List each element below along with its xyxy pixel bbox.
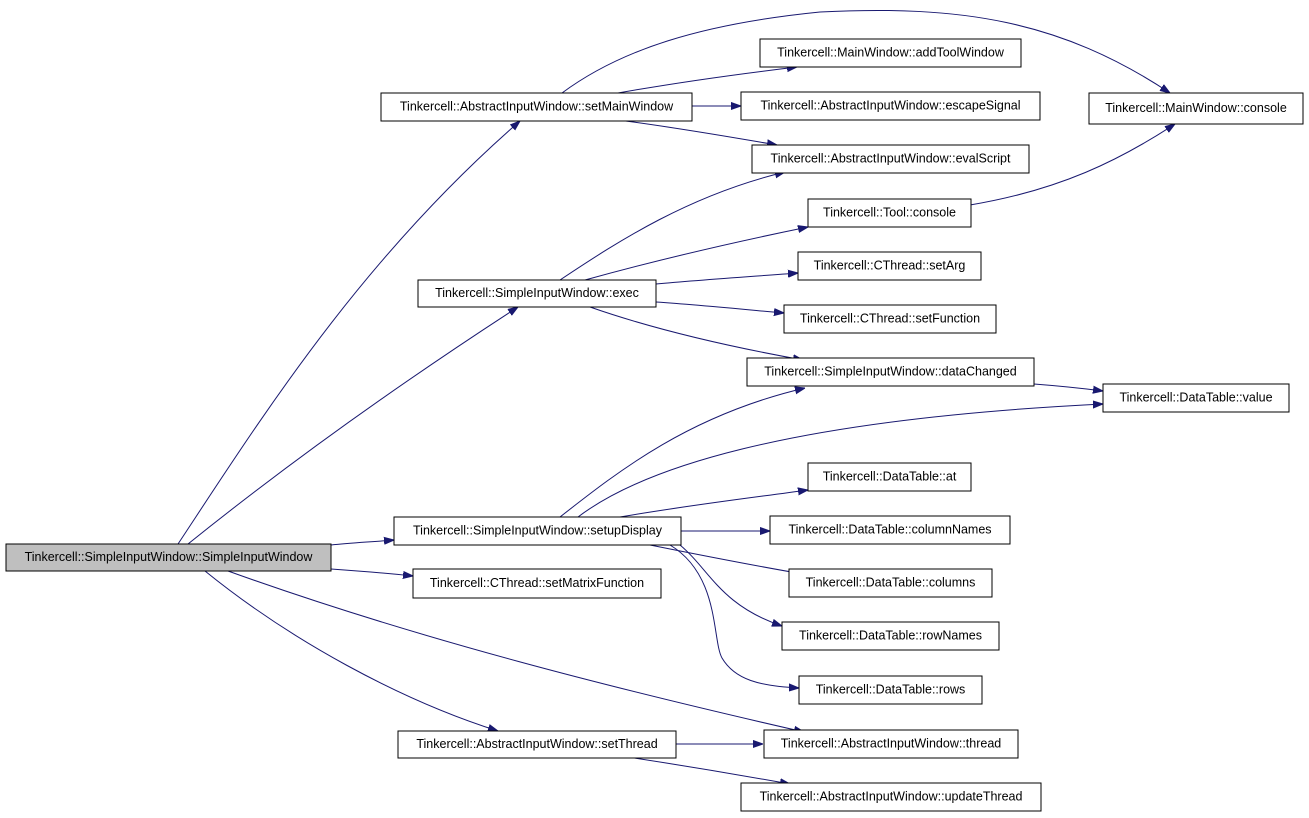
edge-toolConsole-mwConsole xyxy=(969,124,1175,206)
node-label: Tinkercell::SimpleInputWindow::setupDisp… xyxy=(413,523,663,537)
node-label: Tinkercell::AbstractInputWindow::thread xyxy=(781,736,1002,750)
node-label: Tinkercell::MainWindow::addToolWindow xyxy=(777,45,1005,59)
edge-root-thread xyxy=(227,570,804,732)
node-add-tool-window[interactable]: Tinkercell::MainWindow::addToolWindow xyxy=(759,38,1022,68)
node-label: Tinkercell::SimpleInputWindow::exec xyxy=(435,286,639,300)
node-setup-display[interactable]: Tinkercell::SimpleInputWindow::setupDisp… xyxy=(393,516,682,546)
edge-exec-evalScript xyxy=(559,172,785,281)
node-label: Tinkercell::AbstractInputWindow::setMain… xyxy=(400,99,674,113)
node-eval-script[interactable]: Tinkercell::AbstractInputWindow::evalScr… xyxy=(751,144,1030,174)
edge-exec-setArg xyxy=(655,273,798,285)
edge-root-setupDisplay xyxy=(330,540,394,546)
node-main-window-console[interactable]: Tinkercell::MainWindow::console xyxy=(1088,92,1304,125)
node-label: Tinkercell::AbstractInputWindow::evalScr… xyxy=(771,151,1011,165)
node-data-table-column-names[interactable]: Tinkercell::DataTable::columnNames xyxy=(769,515,1011,545)
node-data-table-row-names[interactable]: Tinkercell::DataTable::rowNames xyxy=(781,621,1000,651)
node-label: Tinkercell::AbstractInputWindow::updateT… xyxy=(760,789,1023,803)
node-data-changed[interactable]: Tinkercell::SimpleInputWindow::dataChang… xyxy=(746,357,1035,387)
edge-dataChanged-value xyxy=(1033,383,1103,391)
edge-setMainWindow-addToolWindow xyxy=(617,67,797,94)
node-label: Tinkercell::CThread::setFunction xyxy=(800,311,980,325)
node-label: Tinkercell::DataTable::rows xyxy=(816,682,966,696)
node-label: Tinkercell::DataTable::columnNames xyxy=(788,522,991,536)
node-label: Tinkercell::Tool::console xyxy=(823,205,956,219)
node-label: Tinkercell::DataTable::at xyxy=(823,469,957,483)
node-set-arg[interactable]: Tinkercell::CThread::setArg xyxy=(797,251,982,281)
edge-setupDisplay-columns xyxy=(649,544,803,574)
edge-exec-dataChanged xyxy=(589,306,803,360)
node-data-table-rows[interactable]: Tinkercell::DataTable::rows xyxy=(798,675,983,705)
node-set-matrix-function[interactable]: Tinkercell::CThread::setMatrixFunction xyxy=(412,568,662,599)
edge-root-exec xyxy=(187,307,518,545)
edge-exec-toolConsole xyxy=(584,227,808,281)
node-label: Tinkercell::SimpleInputWindow::SimpleInp… xyxy=(25,550,314,564)
edge-root-setMainWindow xyxy=(177,121,520,545)
edge-setupDisplay-rowNames xyxy=(679,544,782,626)
edge-setupDisplay-at xyxy=(619,490,808,518)
node-escape-signal[interactable]: Tinkercell::AbstractInputWindow::escapeS… xyxy=(740,91,1041,121)
edge-exec-setFunction xyxy=(655,301,784,313)
node-set-main-window[interactable]: Tinkercell::AbstractInputWindow::setMain… xyxy=(380,92,693,122)
node-label: Tinkercell::CThread::setArg xyxy=(814,258,966,272)
node-data-table-columns[interactable]: Tinkercell::DataTable::columns xyxy=(788,568,993,598)
node-data-table-at[interactable]: Tinkercell::DataTable::at xyxy=(807,462,972,492)
edge-setupDisplay-value xyxy=(577,404,1103,518)
node-data-table-value[interactable]: Tinkercell::DataTable::value xyxy=(1102,383,1290,413)
node-label: Tinkercell::AbstractInputWindow::setThre… xyxy=(416,737,657,751)
node-thread[interactable]: Tinkercell::AbstractInputWindow::thread xyxy=(763,729,1019,759)
node-set-function[interactable]: Tinkercell::CThread::setFunction xyxy=(783,304,997,334)
nodes: Tinkercell::SimpleInputWindow::SimpleInp… xyxy=(5,38,1304,812)
node-label: Tinkercell::CThread::setMatrixFunction xyxy=(430,576,644,590)
node-update-thread[interactable]: Tinkercell::AbstractInputWindow::updateT… xyxy=(740,782,1042,812)
edge-setThread-updateThread xyxy=(627,756,790,784)
edge-setMainWindow-mwConsole xyxy=(561,9,1170,93)
edge-setupDisplay-rows xyxy=(669,544,799,688)
edge-root-setThread xyxy=(204,570,498,731)
edges xyxy=(177,9,1175,784)
node-label: Tinkercell::DataTable::rowNames xyxy=(799,628,982,642)
node-simple-input-window-constructor[interactable]: Tinkercell::SimpleInputWindow::SimpleInp… xyxy=(5,543,332,572)
edge-root-setMatrixFunction xyxy=(330,568,413,576)
node-set-thread[interactable]: Tinkercell::AbstractInputWindow::setThre… xyxy=(397,730,677,759)
node-label: Tinkercell::DataTable::columns xyxy=(806,575,976,589)
node-tool-console[interactable]: Tinkercell::Tool::console xyxy=(807,198,972,228)
node-label: Tinkercell::SimpleInputWindow::dataChang… xyxy=(764,364,1016,378)
node-exec[interactable]: Tinkercell::SimpleInputWindow::exec xyxy=(417,279,657,308)
node-label: Tinkercell::MainWindow::console xyxy=(1105,101,1287,115)
edge-setupDisplay-dataChanged xyxy=(559,388,805,518)
node-label: Tinkercell::AbstractInputWindow::escapeS… xyxy=(760,98,1020,112)
node-label: Tinkercell::DataTable::value xyxy=(1119,390,1272,404)
edge-setMainWindow-evalScript xyxy=(617,119,777,145)
